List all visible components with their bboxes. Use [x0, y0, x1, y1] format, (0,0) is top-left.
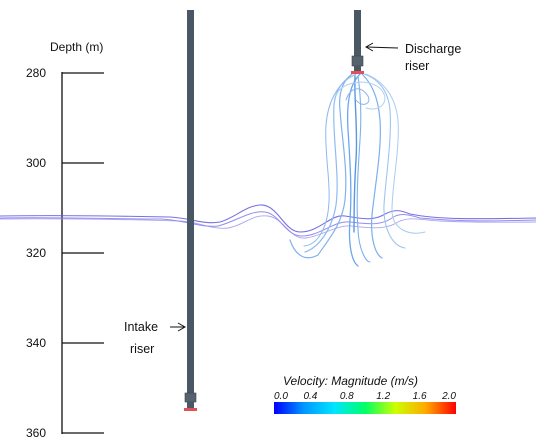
- depth-tick-label: 340: [26, 336, 46, 350]
- discharge-arrowhead: [364, 42, 374, 52]
- discharge-riser: [351, 10, 364, 74]
- intake-riser-pipe: [187, 10, 194, 393]
- plume-line-9: [353, 75, 358, 233]
- depth-tick-label: 280: [26, 66, 46, 80]
- horizontal-streamline-mid: [0, 211, 536, 237]
- colorbar-tick-label: 1.2: [376, 391, 390, 402]
- depth-axis: Depth (m) 280 300 320 340 360: [26, 40, 104, 438]
- discharge-annotation: Discharge riser: [364, 42, 461, 73]
- discharge-arrow: [366, 46, 399, 49]
- intake-riser-collar: [184, 392, 197, 403]
- horizontal-streamline-dark: [0, 204, 536, 233]
- plume-line-6: [365, 73, 426, 234]
- depth-axis-title: Depth (m): [50, 40, 103, 54]
- depth-tick-label: 300: [26, 156, 46, 170]
- plume-line-5: [363, 73, 406, 249]
- horizontal-streamline-light: [0, 215, 536, 239]
- intake-annotation: Intake riser: [124, 320, 187, 356]
- intake-label-line1: Intake: [124, 320, 158, 334]
- plume-streamlines: [289, 73, 426, 267]
- plume-outer-loop: [335, 81, 386, 110]
- colorbar-ticks: 0.0 0.4 0.8 1.2 1.6 2.0: [274, 391, 456, 402]
- depth-tick-label: 360: [26, 426, 46, 438]
- colorbar-title: Velocity: Magnitude (m/s): [283, 374, 418, 388]
- plume-line-8: [356, 75, 371, 263]
- intake-label-line2: riser: [130, 342, 154, 356]
- discharge-riser-cap: [351, 71, 364, 74]
- intake-arrowhead: [177, 322, 187, 332]
- intake-riser-cap: [184, 408, 197, 411]
- colorbar-tick-label: 1.6: [413, 391, 427, 402]
- streamlines: [0, 204, 536, 239]
- velocity-colorbar: Velocity: Magnitude (m/s) 0.0 0.4 0.8 1.2 1.…: [274, 374, 456, 414]
- plume-line-7: [303, 75, 351, 247]
- colorbar-tick-label: 0.4: [303, 391, 317, 402]
- colorbar-tick-label: 0.8: [340, 391, 354, 402]
- depth-tick-label: 320: [26, 246, 46, 260]
- discharge-riser-stub: [354, 66, 361, 71]
- plume-inner-loop: [345, 88, 370, 105]
- discharge-label-line1: Discharge: [405, 42, 461, 56]
- discharge-label-line2: riser: [405, 59, 429, 73]
- intake-riser: [184, 10, 197, 411]
- colorbar-gradient: [274, 402, 456, 414]
- plume-line-3: [346, 73, 361, 267]
- intake-riser-stub: [187, 402, 194, 408]
- depth-axis-ticks: 280 300 320 340 360: [26, 66, 104, 438]
- discharge-riser-pipe: [354, 10, 361, 56]
- colorbar-tick-label: 2.0: [441, 391, 456, 402]
- plume-line-4: [361, 73, 383, 259]
- plume-line-1: [289, 73, 353, 259]
- colorbar-tick-label: 0.0: [274, 391, 288, 402]
- discharge-riser-collar: [351, 55, 364, 67]
